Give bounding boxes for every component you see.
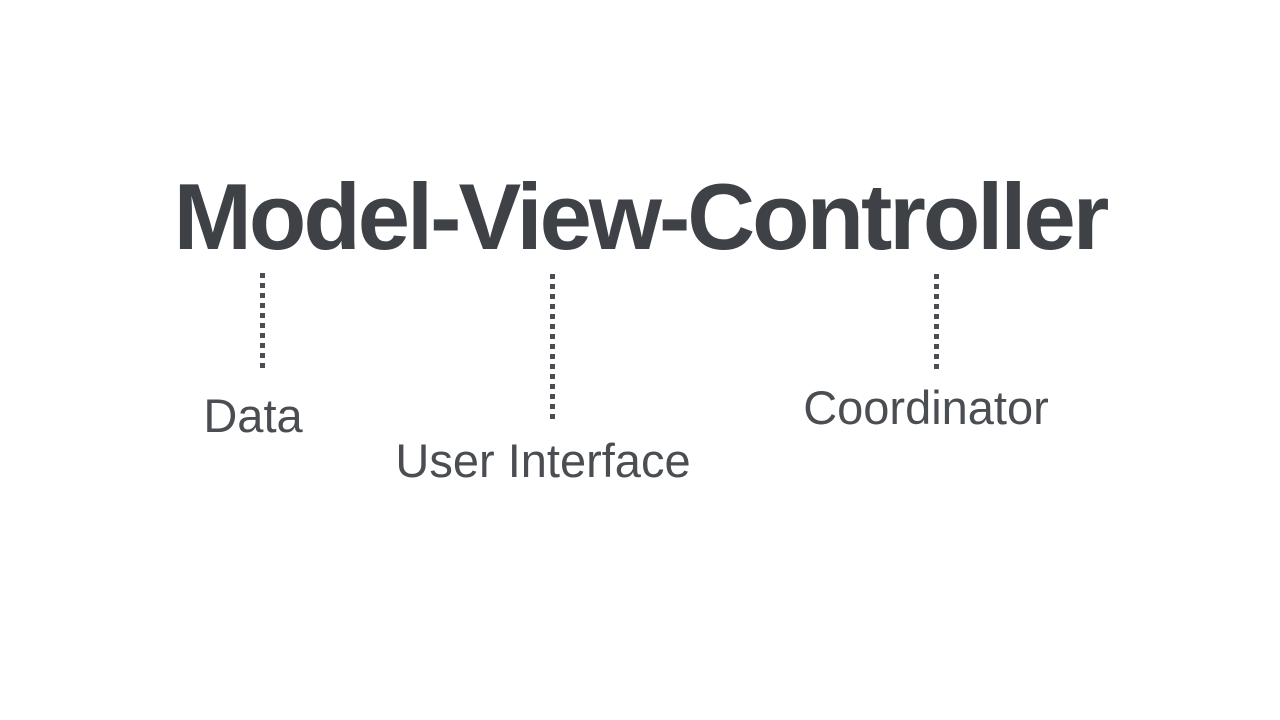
annotation-label-view: User Interface	[395, 434, 691, 487]
connector-controller-dotted-line	[934, 274, 939, 372]
annotation-label-controller: Coordinator	[803, 381, 1049, 434]
connector-view-dotted-line	[550, 274, 555, 419]
annotation-label-model: Data	[203, 389, 303, 442]
connector-model-dotted-line	[260, 273, 265, 371]
page-title: Model-View-Controller	[173, 164, 1110, 269]
